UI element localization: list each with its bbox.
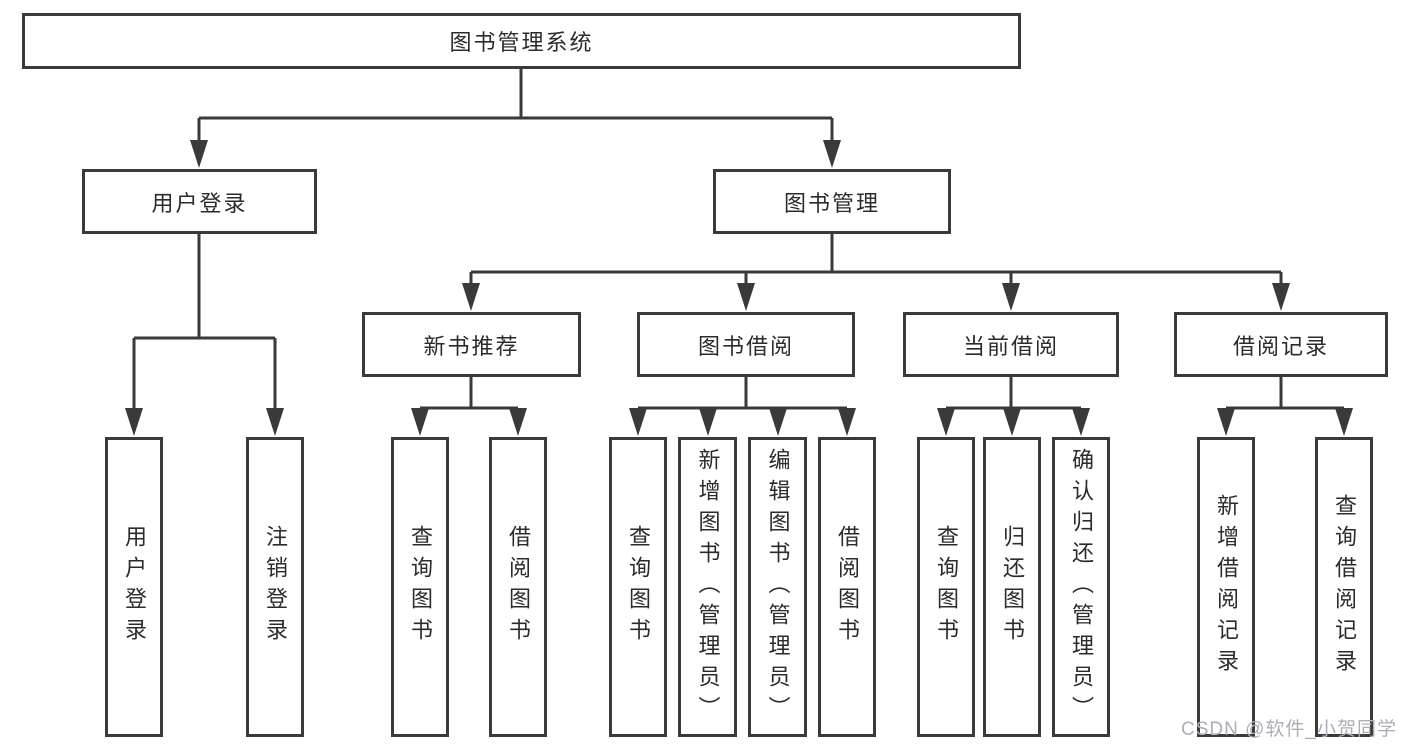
arrow-down bbox=[125, 408, 143, 436]
leaf-logout-label: 注销登录 bbox=[263, 525, 288, 649]
leaf-add-book-admin: 新增图书（管理员） bbox=[678, 437, 737, 737]
node-book-borrow: 图书借阅 bbox=[637, 312, 855, 377]
arrow-down bbox=[769, 408, 787, 436]
arrow-down bbox=[1335, 408, 1353, 436]
node-new-book-recommend: 新书推荐 bbox=[362, 312, 581, 377]
leaf-query-book-current-label: 查询图书 bbox=[934, 525, 959, 649]
leaf-add-book-admin-label: 新增图书（管理员） bbox=[695, 447, 721, 727]
arrow-down bbox=[823, 140, 841, 168]
leaf-query-book-recommend: 查询图书 bbox=[391, 437, 449, 737]
connector-newbookrec-to-leaves bbox=[411, 377, 527, 436]
leaf-user-login-label: 用户登录 bbox=[122, 525, 147, 649]
arrow-down bbox=[1003, 408, 1021, 436]
arrow-down bbox=[190, 140, 208, 168]
node-book-mgmt-label: 图书管理 bbox=[783, 190, 880, 216]
leaf-confirm-return-admin-label: 确认归还（管理员） bbox=[1069, 447, 1094, 727]
csdn-watermark: CSDN @软件_小贺同学 bbox=[1181, 719, 1397, 740]
leaf-query-book-current: 查询图书 bbox=[917, 437, 975, 737]
node-book-borrow-label: 图书借阅 bbox=[697, 333, 794, 359]
connector-currentborrow-to-leaves bbox=[937, 377, 1090, 436]
arrow-down bbox=[737, 283, 755, 311]
leaf-add-borrow-record: 新增借阅记录 bbox=[1197, 437, 1255, 737]
arrow-down bbox=[411, 408, 429, 436]
node-root: 图书管理系统 bbox=[22, 13, 1021, 69]
node-current-borrow-label: 当前借阅 bbox=[962, 333, 1059, 359]
connector-root-to-level2 bbox=[190, 68, 841, 168]
leaf-return-book-label: 归还图书 bbox=[1000, 525, 1025, 649]
leaf-edit-book-admin-label: 编辑图书（管理员） bbox=[765, 447, 791, 727]
leaf-edit-book-admin: 编辑图书（管理员） bbox=[748, 437, 807, 737]
leaf-return-book: 归还图书 bbox=[983, 437, 1041, 737]
leaf-borrow-book-recommend-label: 借阅图书 bbox=[506, 525, 531, 649]
arrow-down bbox=[1272, 283, 1290, 311]
arrow-down bbox=[1002, 283, 1020, 311]
node-user-login-label: 用户登录 bbox=[151, 190, 248, 216]
arrow-down bbox=[1217, 408, 1235, 436]
arrow-down bbox=[462, 283, 480, 311]
node-book-mgmt: 图书管理 bbox=[713, 169, 951, 234]
arrow-down bbox=[629, 408, 647, 436]
leaf-confirm-return-admin: 确认归还（管理员） bbox=[1052, 437, 1110, 737]
leaf-query-book-borrow-label: 查询图书 bbox=[626, 525, 651, 649]
leaf-query-book-borrow: 查询图书 bbox=[609, 437, 667, 737]
arrow-down bbox=[266, 408, 284, 436]
arrow-down bbox=[838, 408, 856, 436]
connector-bookborrow-to-leaves bbox=[629, 377, 856, 436]
node-new-book-recommend-label: 新书推荐 bbox=[423, 333, 520, 359]
arrow-down bbox=[509, 408, 527, 436]
leaf-user-login: 用户登录 bbox=[105, 437, 163, 737]
leaf-borrow-book: 借阅图书 bbox=[818, 437, 876, 737]
leaf-add-borrow-record-label: 新增借阅记录 bbox=[1214, 494, 1239, 680]
leaf-query-borrow-record: 查询借阅记录 bbox=[1315, 437, 1373, 737]
leaf-query-borrow-record-label: 查询借阅记录 bbox=[1332, 494, 1357, 680]
arrow-down bbox=[937, 408, 955, 436]
node-user-login: 用户登录 bbox=[82, 169, 317, 234]
connector-bookmgmt-to-level3 bbox=[462, 234, 1290, 311]
node-borrow-records-label: 借阅记录 bbox=[1232, 333, 1329, 359]
leaf-query-book-recommend-label: 查询图书 bbox=[408, 525, 433, 649]
arrow-down bbox=[699, 408, 717, 436]
leaf-logout: 注销登录 bbox=[246, 437, 304, 737]
leaf-borrow-book-label: 借阅图书 bbox=[835, 525, 860, 649]
node-root-label: 图书管理系统 bbox=[449, 30, 594, 55]
connector-userlogin-to-leaves bbox=[125, 234, 284, 436]
connector-borrowrecords-to-leaves bbox=[1217, 377, 1353, 436]
arrow-down bbox=[1072, 408, 1090, 436]
node-current-borrow: 当前借阅 bbox=[903, 312, 1119, 377]
node-borrow-records: 借阅记录 bbox=[1174, 312, 1388, 377]
leaf-borrow-book-recommend: 借阅图书 bbox=[489, 437, 547, 737]
